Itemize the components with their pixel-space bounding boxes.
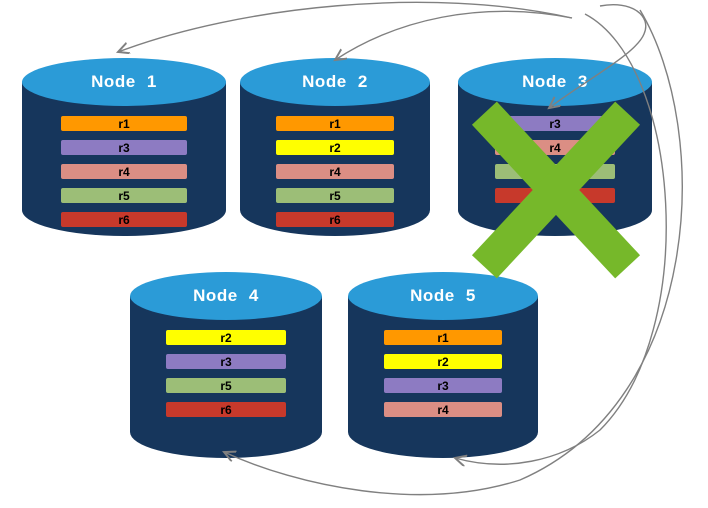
arrow-to-node-1	[118, 1, 573, 52]
node-1-cylinder-body	[22, 82, 226, 236]
replica-bar: r5	[494, 164, 616, 179]
node-5-replica-list: r1 r2 r3 r4	[348, 330, 538, 417]
node-3-cylinder-top: Node 3	[458, 58, 652, 106]
arrow-to-node-2	[335, 10, 573, 60]
replica-bar: r4	[384, 402, 502, 417]
node-2-title: Node 2	[302, 72, 368, 91]
replica-bar: r4	[276, 164, 394, 179]
node-3-title: Node 3	[522, 72, 588, 91]
replica-bar: r2	[384, 354, 502, 369]
replica-bar: r2	[276, 140, 394, 155]
node-1-title: Node 1	[91, 72, 157, 91]
replica-bar: r5	[166, 378, 286, 393]
replica-bar: r6	[166, 402, 286, 417]
node-2: Node 2 r1 r2 r4 r5 r6	[240, 58, 430, 236]
replica-bar: r1	[60, 116, 188, 131]
node-1: Node 1 r1 r3 r4 r5 r6	[22, 58, 226, 236]
replica-bar: r5	[60, 188, 188, 203]
node-4: Node 4 r2 r3 r5 r6	[130, 272, 322, 458]
replica-bar: r4	[494, 140, 616, 155]
node-5-title: Node 5	[410, 286, 476, 305]
node-2-replica-list: r1 r2 r4 r5 r6	[240, 116, 430, 227]
replica-bar: r6	[60, 212, 188, 227]
replica-bar: r2	[166, 330, 286, 345]
replica-bar: r1	[384, 330, 502, 345]
node-3-replica-list: r3 r4 r5 r6	[458, 116, 652, 203]
replica-bar: r4	[60, 164, 188, 179]
node-1-replica-list: r1 r3 r4 r5 r6	[22, 116, 226, 227]
replica-bar: r3	[494, 116, 616, 131]
replica-bar: r6	[276, 212, 394, 227]
replica-bar: r1	[276, 116, 394, 131]
node-4-cylinder-top: Node 4	[130, 272, 322, 320]
replica-bar: r3	[384, 378, 502, 393]
node-4-replica-list: r2 r3 r5 r6	[130, 330, 322, 417]
node-1-cylinder-top: Node 1	[22, 58, 226, 106]
node-5: Node 5 r1 r2 r3 r4	[348, 272, 538, 458]
node-2-cylinder-top: Node 2	[240, 58, 430, 106]
replica-bar: r3	[60, 140, 188, 155]
replica-bar: r6	[494, 188, 616, 203]
node-5-cylinder-top: Node 5	[348, 272, 538, 320]
node-4-title: Node 4	[193, 286, 259, 305]
replica-bar: r3	[166, 354, 286, 369]
replica-bar: r5	[276, 188, 394, 203]
node-3: Node 3 r3 r4 r5 r6	[458, 58, 652, 279]
